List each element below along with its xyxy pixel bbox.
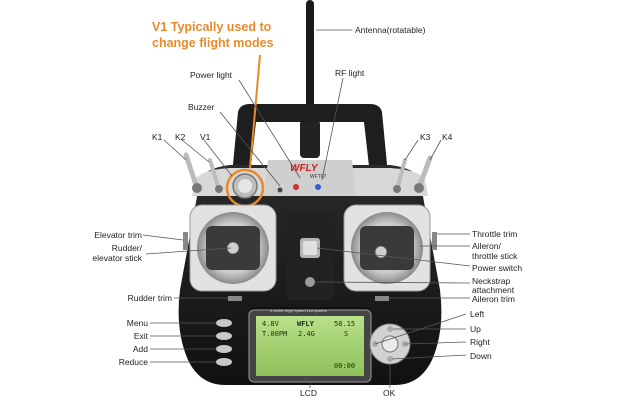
v1-callout: V1 Typically used to change flight modes	[152, 19, 312, 51]
buzzer	[277, 187, 283, 193]
label-aileron-throttle-stick-2: throttle stick	[472, 251, 518, 261]
label-reduce: Reduce	[118, 357, 148, 367]
lcd-clock: 00:00	[334, 362, 356, 370]
label-rudder-elevator-stick-1: Rudder/	[111, 243, 142, 253]
dpad-down[interactable]	[387, 356, 393, 362]
label-right: Right	[470, 337, 490, 347]
label-lcd: LCD	[300, 388, 318, 398]
label-throttle-trim: Throttle trim	[472, 229, 518, 239]
label-menu: Menu	[126, 318, 148, 328]
switch-k1[interactable]	[183, 152, 202, 193]
elevator-trim[interactable]	[183, 232, 188, 250]
banner-text: 2.4GHz High Speed Lcd system	[270, 308, 327, 313]
add-button[interactable]	[216, 345, 232, 353]
leader-lines	[142, 29, 471, 388]
rudder-trim[interactable]	[228, 296, 242, 301]
label-k2: K2	[175, 132, 186, 142]
neckstrap-attachment	[305, 277, 315, 287]
power-switch[interactable]	[303, 241, 317, 255]
label-buzzer: Buzzer	[188, 102, 215, 112]
throttle-trim[interactable]	[432, 232, 437, 250]
label-k3: K3	[420, 132, 431, 142]
exit-button[interactable]	[216, 332, 232, 340]
switch-k4[interactable]	[414, 155, 433, 193]
label-aileron-throttle-stick-1: Aileron/	[472, 241, 501, 251]
label-neckstrap-2: attachment	[472, 285, 515, 295]
aileron-trim[interactable]	[375, 296, 389, 301]
right-gimbal	[343, 204, 431, 292]
label-rf-light: RF light	[335, 68, 365, 78]
switch-k2[interactable]	[208, 158, 223, 193]
knob-v1[interactable]	[232, 173, 258, 199]
label-power-switch: Power switch	[472, 263, 523, 273]
lcd-timer: 58.15	[334, 320, 356, 328]
rf-light	[315, 184, 321, 190]
carry-handle	[232, 104, 388, 175]
v1-callout-arrow	[249, 54, 261, 169]
label-up: Up	[470, 324, 481, 334]
model-label: WFT07	[310, 174, 327, 180]
label-k1: K1	[152, 132, 163, 142]
lcd-brand: WFLY	[297, 320, 314, 328]
label-power-light: Power light	[190, 70, 233, 80]
label-neckstrap-1: Neckstrap	[472, 276, 511, 286]
brand-logo: WFLY	[290, 163, 318, 174]
label-aileron-trim: Aileron trim	[472, 294, 515, 304]
switch-k3[interactable]	[393, 158, 407, 193]
label-rudder-elevator-stick-2: elevator stick	[92, 253, 142, 263]
lcd-status: S	[344, 330, 349, 338]
power-light	[293, 184, 299, 190]
menu-button[interactable]	[216, 319, 232, 327]
callout-line-1: V1 Typically used to	[152, 20, 272, 34]
ok-button[interactable]	[381, 335, 399, 353]
label-exit: Exit	[133, 331, 148, 341]
label-elevator-trim: Elevator trim	[94, 230, 142, 240]
label-down: Down	[470, 351, 492, 361]
left-button-column	[216, 319, 232, 366]
label-k4: K4	[442, 132, 453, 142]
lcd-mode: T.00PM	[262, 330, 288, 338]
lcd-voltage: 4.8V	[262, 320, 279, 328]
reduce-button[interactable]	[216, 358, 232, 366]
lcd-freq: 2.4G	[298, 330, 315, 338]
label-ok: OK	[383, 388, 396, 398]
label-v1: V1	[200, 132, 211, 142]
label-antenna: Antenna(rotatable)	[355, 25, 426, 35]
label-left: Left	[470, 309, 485, 319]
lcd-screen	[248, 309, 372, 383]
dpad-up[interactable]	[387, 326, 393, 332]
callout-line-2: change flight modes	[152, 36, 274, 50]
label-add: Add	[132, 344, 148, 354]
label-rudder-trim: Rudder trim	[127, 293, 172, 303]
